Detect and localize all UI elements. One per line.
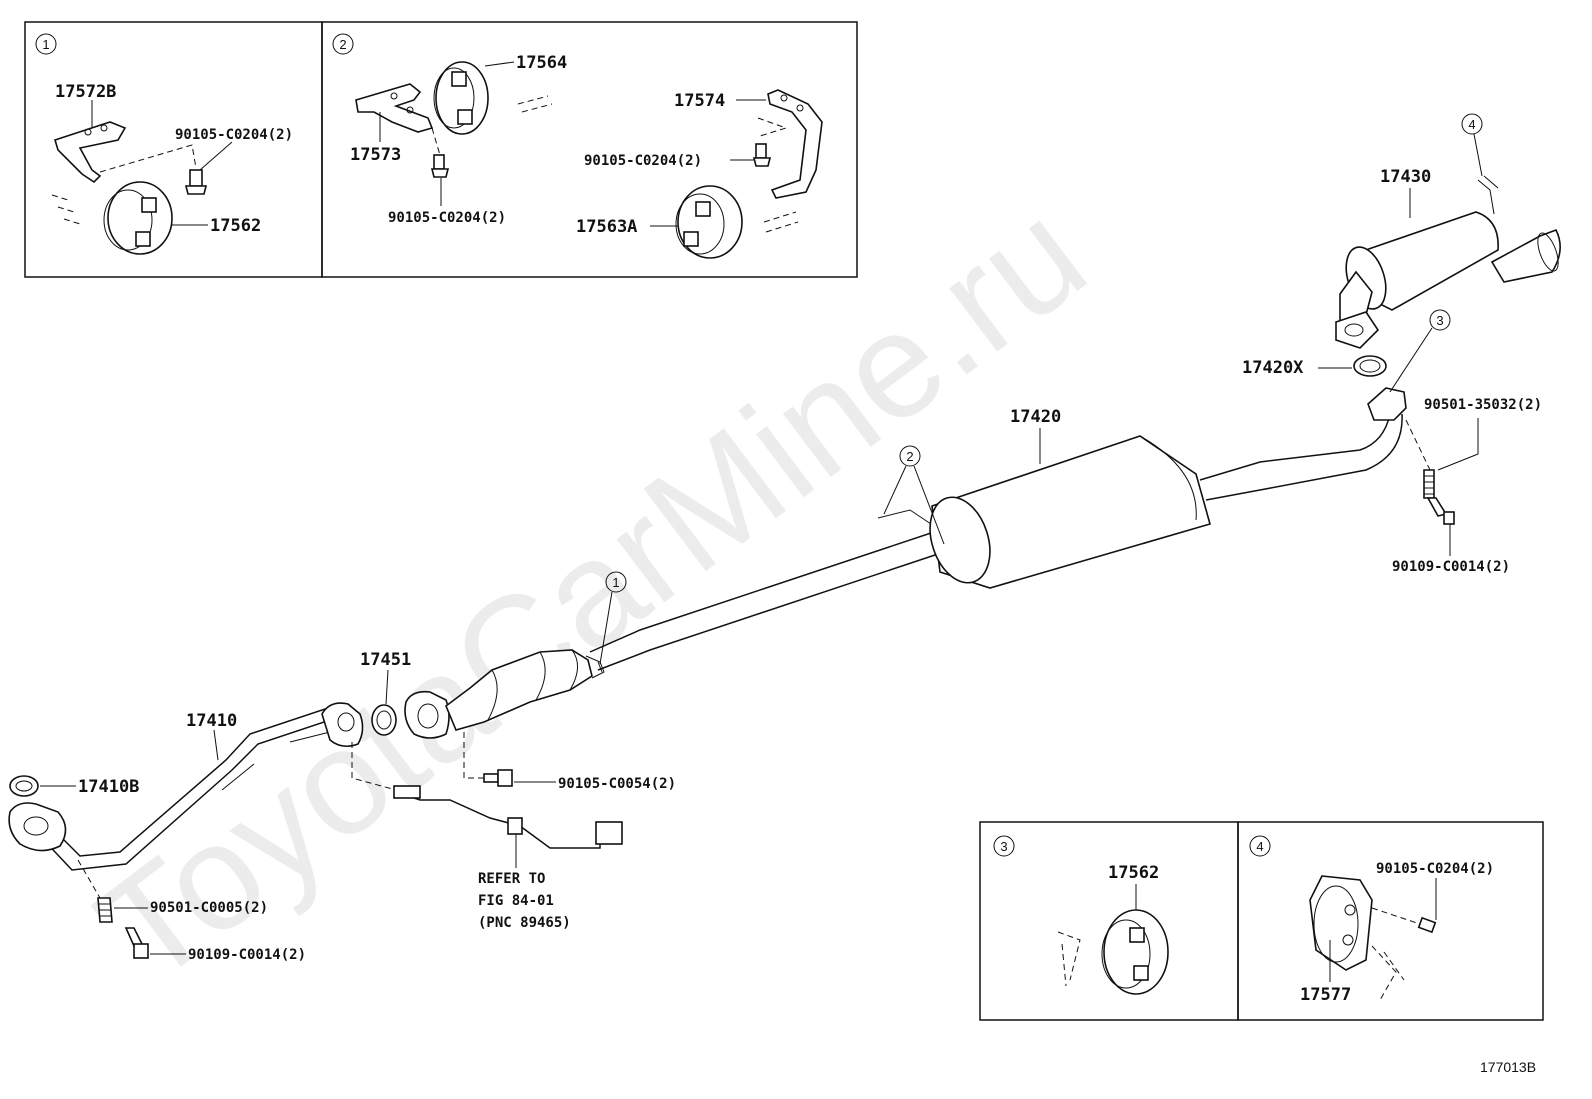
hanger-bracket-17573	[355, 83, 434, 133]
catalytic-converter	[445, 649, 593, 731]
inset-2-part-17573: 17573	[350, 145, 401, 165]
part-90501-35032: 90501-35032(2)	[1424, 397, 1542, 413]
part-17420: 17420	[1010, 407, 1061, 427]
svg-text:1: 1	[612, 575, 619, 590]
inset-3-part-17562: 17562	[1108, 863, 1159, 883]
rubber-hanger-17562	[1101, 909, 1169, 995]
refer-note-line-3: (PNC 89465)	[478, 915, 571, 931]
bolt-icon	[1417, 916, 1437, 934]
inset-1: 1 17572B 90105-C0204(2) 17562	[35, 33, 293, 255]
rear-flange-17410	[321, 702, 364, 748]
inset-box-2	[321, 21, 858, 278]
part-90105-c0054: 90105-C0054(2)	[558, 776, 676, 792]
inset-box-4	[1237, 821, 1544, 1021]
inset-2-number: 2	[339, 37, 346, 52]
gasket-17420X	[1353, 355, 1387, 377]
oxygen-sensor-wire	[395, 791, 601, 849]
refer-note-line-2: FIG 84-01	[478, 893, 554, 909]
bolt-icon	[483, 773, 499, 783]
inset-2-part-17564: 17564	[516, 53, 567, 73]
inset-box-3	[979, 821, 1239, 1021]
inset-3: 3 17562	[993, 835, 1169, 995]
inset-4-bolt-90105: 90105-C0204(2)	[1376, 861, 1494, 877]
callout-4: 4	[1461, 113, 1483, 177]
converter-flange	[404, 690, 450, 739]
callout-3: 3	[1389, 309, 1451, 393]
callout-1: 1	[599, 571, 627, 665]
watermark: ToyotaCarMine.ru	[68, 169, 1115, 1016]
inset-1-part-17572B: 17572B	[55, 82, 116, 102]
part-90109-c0014-left: 90109-C0014(2)	[188, 947, 306, 963]
part-17410B: 17410B	[78, 777, 139, 797]
inset-4-part-17577: 17577	[1300, 985, 1351, 1005]
tail-pipe-flange	[1367, 387, 1407, 421]
svg-text:3: 3	[1436, 313, 1443, 328]
figure-code: 177013B	[1480, 1059, 1536, 1075]
inset-2-part-17574: 17574	[674, 91, 725, 111]
hanger-bracket-17574	[767, 89, 823, 199]
inset-4: 4 90105-C0204(2) 17577	[1249, 835, 1494, 1005]
inset-4-number: 4	[1256, 839, 1263, 854]
oxygen-sensor	[393, 785, 421, 799]
sensor-connector	[595, 821, 623, 845]
main-exhaust-assembly: 17410B 17410 17451 17420	[8, 113, 1561, 963]
tail-pipe	[1199, 413, 1403, 501]
front-pipe-flange	[8, 802, 67, 852]
rubber-hanger-17563A	[675, 185, 743, 259]
refer-note-line-1: REFER TO	[478, 871, 545, 887]
hanger-bracket-17577	[1309, 875, 1373, 971]
center-muffler-17420	[929, 435, 1211, 589]
inset-3-number: 3	[1000, 839, 1007, 854]
rear-muffler-17430	[1335, 175, 1561, 349]
bolt-icon	[189, 169, 203, 187]
part-17410: 17410	[186, 711, 237, 731]
gasket-17451	[371, 704, 397, 736]
part-17420X: 17420X	[1242, 358, 1304, 378]
inset-1-number: 1	[42, 37, 49, 52]
inset-2-bolt-90105-b: 90105-C0204(2)	[584, 153, 702, 169]
svg-text:2: 2	[906, 449, 913, 464]
inset-1-part-17562: 17562	[210, 216, 261, 236]
intermediate-pipe	[589, 529, 951, 671]
part-90501-c0005: 90501-C0005(2)	[150, 900, 268, 916]
rubber-hanger-17564	[433, 61, 489, 135]
inset-2: 2 17564 17573 90105-C0204(2) 17574 90105…	[332, 33, 823, 259]
part-17430: 17430	[1380, 167, 1431, 187]
inset-1-bolt-90105: 90105-C0204(2)	[175, 127, 293, 143]
gasket-17410B	[9, 775, 39, 797]
bolt-icon	[755, 143, 767, 159]
rubber-hanger-17562	[103, 181, 173, 255]
part-17451: 17451	[360, 650, 411, 670]
callout-2: 2	[883, 445, 945, 545]
inset-2-bolt-90105-a: 90105-C0204(2)	[388, 210, 506, 226]
hanger-bracket-17572B	[54, 121, 127, 184]
svg-text:4: 4	[1468, 117, 1475, 132]
part-90109-c0014-right: 90109-C0014(2)	[1392, 559, 1510, 575]
bolt-icon	[433, 154, 445, 170]
inset-2-part-17563A: 17563A	[576, 217, 637, 237]
